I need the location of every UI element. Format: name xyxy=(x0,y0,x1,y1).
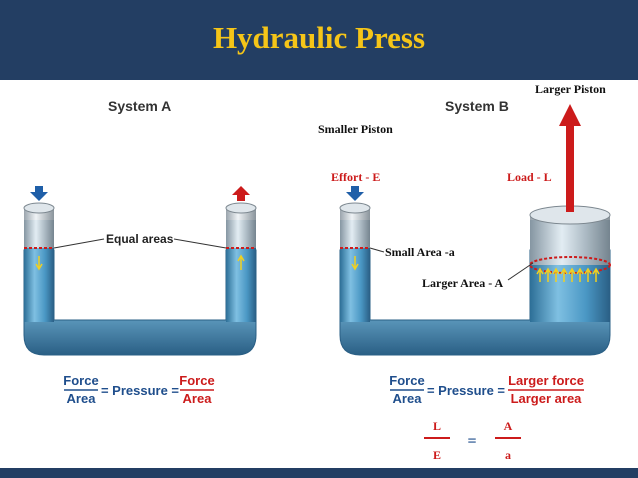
ratio-right-den: a xyxy=(505,448,511,462)
formula-b-left-num: Force xyxy=(389,373,424,388)
load-label: Load - L xyxy=(507,170,552,184)
title-bar xyxy=(0,0,638,80)
formula-a: Force Area = Pressure = Force Area xyxy=(63,373,214,406)
u-tube-a xyxy=(23,249,257,356)
effort-arrow-icon xyxy=(346,186,364,201)
equal-areas-label: Equal areas xyxy=(106,232,174,246)
ratio-equals: = xyxy=(467,433,476,450)
formula-b-right-num: Larger force xyxy=(508,373,584,388)
up-arrow-icon xyxy=(232,186,250,201)
larger-area-label: Larger Area - A xyxy=(422,276,504,290)
footer-bar xyxy=(0,468,638,478)
small-down-arrow-b-icon xyxy=(351,256,359,271)
formula-b-left-den: Area xyxy=(393,391,423,406)
formula-a-middle: = Pressure = xyxy=(101,383,179,398)
system-a-heading: System A xyxy=(108,98,171,114)
small-area-label: Small Area -a xyxy=(385,245,455,259)
small-down-arrow-icon xyxy=(35,256,43,271)
larger-piston-label: Larger Piston xyxy=(535,82,606,96)
hydraulic-diagram: System A Equal areas Force Area xyxy=(23,82,611,462)
ratio-left-num: L xyxy=(433,419,441,433)
system-b-heading: System B xyxy=(445,98,509,114)
callout-line-right xyxy=(173,238,227,249)
pressure-arrows-icon xyxy=(536,267,600,282)
formula-a-right-den: Area xyxy=(183,391,213,406)
small-piston-b xyxy=(339,202,371,249)
formula-b: Force Area = Pressure = Larger force Lar… xyxy=(389,373,584,406)
down-arrow-icon xyxy=(30,186,48,201)
left-piston-a xyxy=(23,202,55,249)
callout-line-left xyxy=(53,238,105,249)
right-piston-a xyxy=(225,202,257,249)
ratio-formula: L E = A a xyxy=(424,419,521,462)
formula-b-middle: = Pressure = xyxy=(427,383,505,398)
load-arrow-icon xyxy=(559,104,581,212)
formula-a-left-num: Force xyxy=(63,373,98,388)
system-a: System A Equal areas Force Area xyxy=(23,98,257,406)
effort-label: Effort - E xyxy=(331,170,380,184)
system-b: System B Smaller Piston Larger Piston Ef… xyxy=(318,82,611,462)
slide-title: Hydraulic Press xyxy=(212,20,426,55)
large-piston-b xyxy=(529,205,611,274)
formula-a-left-den: Area xyxy=(67,391,97,406)
ratio-right-num: A xyxy=(504,419,513,433)
formula-a-right-num: Force xyxy=(179,373,214,388)
formula-b-right-den: Larger area xyxy=(511,391,583,406)
small-up-arrow-icon xyxy=(237,254,245,270)
smaller-piston-label: Smaller Piston xyxy=(318,122,393,136)
ratio-left-den: E xyxy=(433,448,441,462)
